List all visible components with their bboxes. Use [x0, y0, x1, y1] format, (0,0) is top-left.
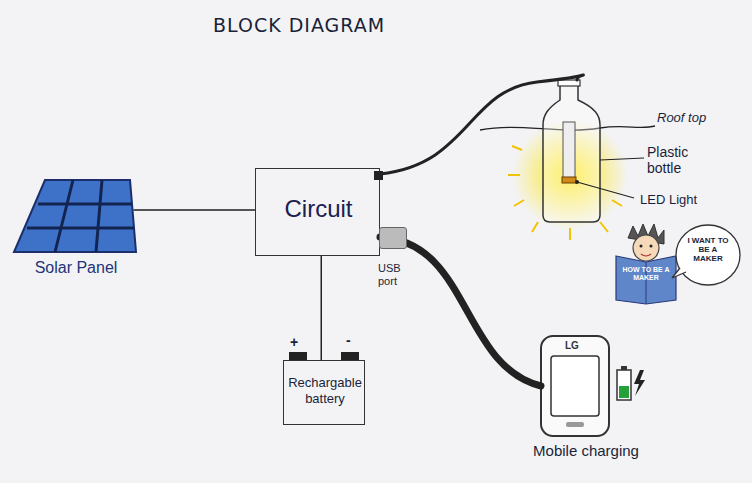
circuit-box: Circuit	[255, 168, 380, 256]
battery-box: Rechargable battery	[283, 360, 365, 425]
text-label: LED Light	[640, 192, 697, 207]
node-text: Rechargable battery	[286, 375, 364, 407]
bottle-lamp: Plastic bottle	[541, 80, 601, 223]
solar-panel: Solar Panel	[12, 175, 138, 255]
text-label: Roof top	[657, 110, 706, 125]
kid-drawing	[616, 224, 676, 304]
phone-drawing	[541, 336, 609, 436]
connector-wire	[380, 237, 541, 386]
usb-port	[379, 227, 407, 249]
connector-wire	[380, 75, 583, 174]
bottle-drawing	[543, 80, 600, 222]
diagram-title: BLOCK DIAGRAM	[213, 14, 385, 36]
text-label: HOW TO BE A MAKER	[618, 266, 674, 282]
text-label: -	[346, 332, 351, 348]
connector-wire	[134, 209, 255, 211]
node-text: Solar Panel	[6, 259, 146, 277]
text-label: USB port	[378, 262, 418, 288]
text-label: I WANT TO BE A MAKER	[684, 236, 732, 263]
text-label: +	[290, 334, 298, 350]
node-text: Plastic bottle	[647, 144, 713, 176]
solar-panel-drawing	[14, 180, 136, 252]
mobile-phone: Mobile charging	[541, 336, 609, 436]
wire-socket	[374, 171, 383, 180]
node-text: Mobile charging	[521, 442, 651, 459]
text-label: LG	[565, 340, 579, 351]
node-text: Circuit	[256, 195, 381, 223]
connector-wire	[321, 256, 323, 360]
